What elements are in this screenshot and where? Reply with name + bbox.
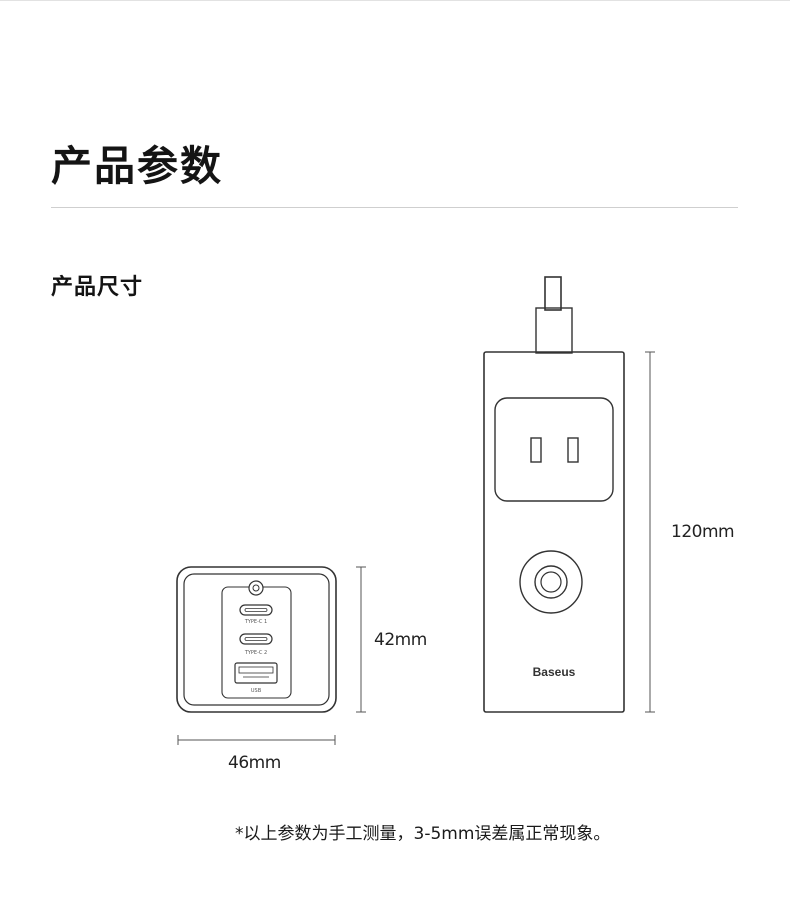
front-view xyxy=(176,566,337,713)
measurement-footnote: *以上参数为手工测量，3-5mm误差属正常现象。 xyxy=(235,824,611,844)
side-view xyxy=(483,276,625,713)
power-cable xyxy=(544,276,562,311)
strip-body xyxy=(483,351,625,713)
type-c-2-label: TYPE-C 2 xyxy=(244,650,267,656)
type-c-1-port-tongue xyxy=(244,608,268,612)
ac-outlet xyxy=(494,397,614,502)
usb-label: USB xyxy=(251,688,262,694)
brand-label: Baseus xyxy=(533,665,576,679)
front-outer-frame xyxy=(176,566,337,713)
ac-outlet-slot-left-icon xyxy=(530,437,542,463)
type-c-1-label: TYPE-C 1 xyxy=(244,619,267,625)
front-height-label: 42mm xyxy=(374,630,427,650)
section-title: 产品尺寸 xyxy=(51,275,144,300)
page-title: 产品参数 xyxy=(51,142,223,190)
type-c-2-port-icon xyxy=(239,633,273,645)
usb-a-port-tongue xyxy=(238,666,274,674)
power-button-ring-icon xyxy=(534,565,568,599)
cable-strain-relief xyxy=(535,307,573,354)
usb-a-port-icon xyxy=(234,662,278,684)
front-dimension-lines xyxy=(177,566,366,745)
type-c-2-port-tongue xyxy=(244,637,268,641)
power-button xyxy=(519,550,583,614)
top-divider xyxy=(0,0,790,1)
side-length-label: 120mm xyxy=(671,522,735,542)
ac-outlet-slot-right-icon xyxy=(567,437,579,463)
type-c-1-port-icon xyxy=(239,604,273,616)
side-dimension-lines xyxy=(645,351,655,713)
port-panel xyxy=(221,586,292,699)
front-width-label: 46mm xyxy=(228,753,281,773)
front-inner-frame xyxy=(183,573,330,706)
brand-logo-inner-icon xyxy=(252,584,260,592)
brand-logo-icon xyxy=(248,580,264,596)
power-button-center-icon xyxy=(540,571,562,593)
title-divider xyxy=(51,207,738,208)
